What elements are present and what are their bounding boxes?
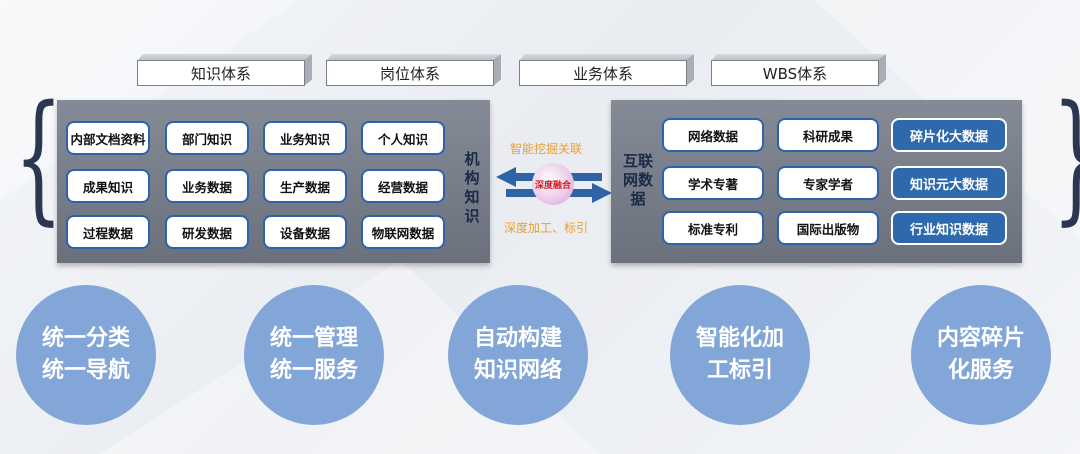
cell-result-knowledge: 成果知识	[66, 169, 150, 203]
circle-auto-build-network: 自动构建知识网络	[448, 285, 588, 425]
circle-intelligent-indexing: 智能化加工标引	[670, 285, 810, 425]
deep-fusion-node: 深度融合	[532, 163, 574, 205]
category-box-knowledge: 知识体系	[137, 54, 312, 86]
circle-line: 统一分类	[41, 326, 130, 351]
mining-association-text: 智能挖掘关联	[510, 142, 583, 156]
cell-process-data: 过程数据	[66, 215, 150, 249]
institutional-knowledge-label: 机构知识	[464, 150, 480, 225]
right-brace: }	[1052, 88, 1080, 228]
cell-production-data: 生产数据	[263, 169, 347, 203]
left-brace: {	[14, 76, 64, 239]
cell-intl-publications: 国际出版物	[777, 211, 879, 245]
circle-line: 自动构建	[473, 326, 562, 351]
cell-iot-data: 物联网数据	[361, 215, 445, 249]
deep-processing-text: 深度加工、标引	[504, 221, 589, 235]
circle-fragmented-service: 内容碎片化服务	[911, 285, 1051, 425]
circle-line: 工标引	[706, 358, 773, 383]
category-box-label: 业务体系	[519, 60, 687, 86]
circle-unified-classification: 统一分类统一导航	[16, 285, 156, 425]
cell-rd-data: 研发数据	[165, 215, 249, 249]
circle-unified-management: 统一管理统一服务	[244, 285, 384, 425]
category-box-label: WBS体系	[711, 60, 879, 86]
category-box-business: 业务体系	[519, 54, 694, 86]
circle-line: 知识网络	[473, 358, 562, 383]
cell-operation-data: 经营数据	[361, 169, 445, 203]
circle-line: 智能化加	[695, 326, 784, 351]
cell-department-knowledge: 部门知识	[165, 121, 249, 155]
cell-standard-patents: 标准专利	[662, 211, 764, 245]
cell-knowledge-element-big-data: 知识元大数据	[891, 166, 1007, 200]
circle-line: 统一管理	[269, 326, 358, 351]
circle-line: 统一导航	[41, 358, 130, 383]
category-box-label: 岗位体系	[326, 60, 494, 86]
circle-line: 化服务	[947, 358, 1014, 383]
circle-line: 内容碎片	[936, 326, 1025, 351]
cell-fragmented-big-data: 碎片化大数据	[891, 118, 1007, 152]
cell-personal-knowledge: 个人知识	[361, 121, 445, 155]
category-box-label: 知识体系	[137, 60, 305, 86]
cell-equipment-data: 设备数据	[263, 215, 347, 249]
cell-research-results: 科研成果	[777, 118, 879, 152]
category-box-wbs: WBS体系	[711, 54, 886, 86]
cell-business-data: 业务数据	[165, 169, 249, 203]
circle-line: 统一服务	[269, 358, 358, 383]
cell-industry-knowledge-data: 行业知识数据	[891, 211, 1007, 245]
cell-internal-docs: 内部文档资料	[66, 121, 150, 155]
category-box-position: 岗位体系	[326, 54, 501, 86]
cell-experts-scholars: 专家学者	[777, 166, 879, 200]
cell-network-data: 网络数据	[662, 118, 764, 152]
internet-data-label: 互联网数据	[622, 152, 653, 208]
cell-business-knowledge: 业务知识	[263, 121, 347, 155]
cell-academic-works: 学术专著	[662, 166, 764, 200]
